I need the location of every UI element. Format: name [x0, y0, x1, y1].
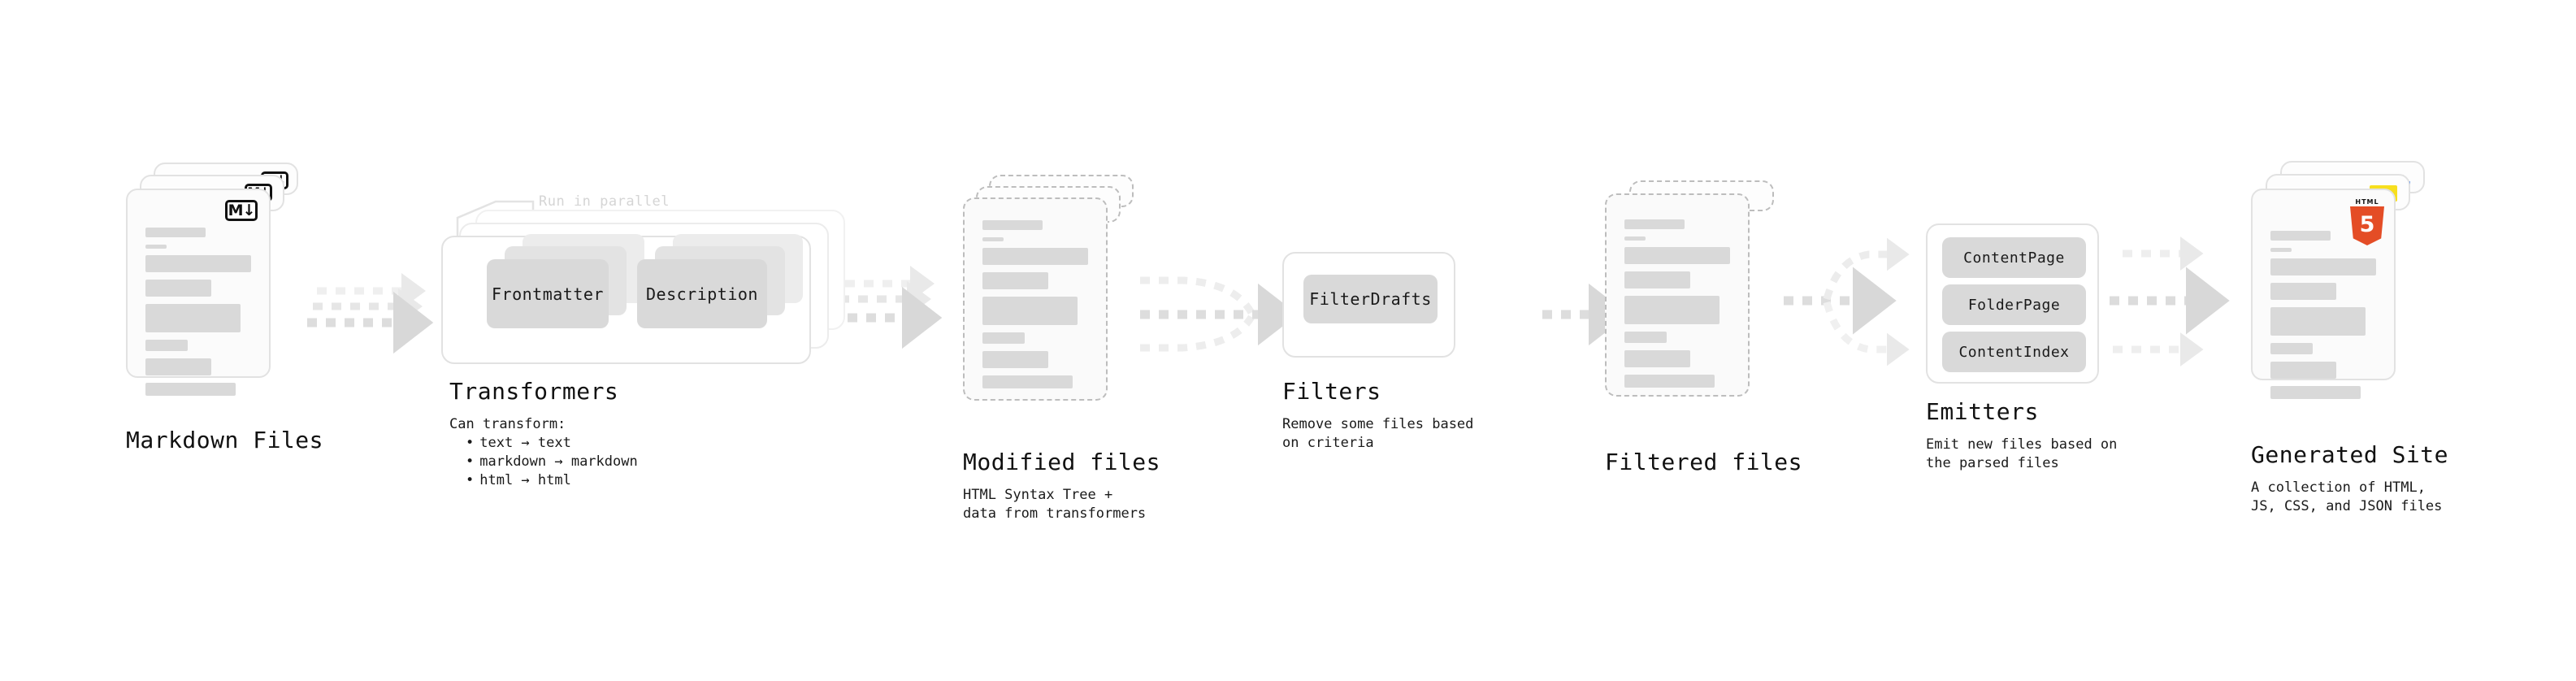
- html5-badge-shield: [2350, 206, 2384, 245]
- transformers-title: Transformers: [449, 378, 619, 405]
- filtered-content-bars: [1624, 219, 1730, 395]
- connector-filtered-to-emitters: [1784, 237, 1910, 367]
- filtered-files-stack: [1605, 180, 1780, 408]
- chip-contentindex[interactable]: ContentIndex: [1942, 332, 2086, 372]
- filters-title: Filters: [1282, 378, 1381, 405]
- transformer-bullet-1: markdown → markdown: [466, 453, 637, 471]
- chip-description-label: Description: [646, 284, 758, 304]
- markdown-badge-front: M↓: [225, 200, 258, 221]
- run-in-parallel-note: Run in parallel: [539, 193, 670, 210]
- chip-folderpage[interactable]: FolderPage: [1942, 284, 2086, 325]
- chip-filterdrafts[interactable]: FilterDrafts: [1303, 275, 1438, 323]
- markdown-files-title: Markdown Files: [126, 427, 324, 453]
- transformers-group: Frontmatter Description: [441, 210, 848, 364]
- chip-description[interactable]: Description: [637, 259, 767, 328]
- chip-frontmatter[interactable]: Frontmatter: [487, 259, 609, 328]
- markdown-content-bars: [145, 228, 251, 403]
- transformer-bullet-0: text → text: [466, 434, 638, 453]
- site-card-html: HTML: [2251, 189, 2396, 399]
- modified-files-subtitle: HTML Syntax Tree + data from transformer…: [963, 487, 1147, 522]
- chip-frontmatter-label: Frontmatter: [492, 284, 604, 304]
- chip-contentpage[interactable]: ContentPage: [1942, 237, 2086, 278]
- transformers-subtitle: Can transform:: [449, 416, 566, 432]
- connector-modified-to-filters: [1140, 276, 1299, 352]
- modified-files-stack: [963, 175, 1138, 402]
- generated-site-title: Generated Site: [2251, 441, 2449, 468]
- chip-filterdrafts-label: FilterDrafts: [1309, 289, 1432, 309]
- filtered-card-front: [1605, 193, 1750, 397]
- emitters-title: Emitters: [1926, 398, 2039, 425]
- connector-emitters-to-site: [2110, 236, 2230, 367]
- html5-badge-word: HTML: [2355, 198, 2379, 206]
- html5-badge: HTML: [2350, 198, 2384, 245]
- markdown-card-front: M↓: [126, 189, 271, 396]
- modified-content-bars: [982, 220, 1088, 396]
- filters-box: FilterDrafts: [1282, 252, 1455, 358]
- generated-site-content-bars: [2270, 231, 2376, 406]
- chip-folderpage-label: FolderPage: [1967, 296, 2061, 314]
- modified-card-front: [963, 197, 1108, 401]
- transformer-bullet-2: html → html: [466, 471, 638, 490]
- filtered-files-title: Filtered files: [1605, 449, 1803, 475]
- markdown-files-stack: M↓ M↓ M↓: [126, 163, 301, 396]
- chip-contentindex-label: ContentIndex: [1958, 343, 2070, 361]
- generated-site-stack: CSS HTML: [2251, 161, 2438, 399]
- transformers-bullets: text → text markdown → markdown html → h…: [452, 434, 638, 490]
- generated-site-subtitle: A collection of HTML, JS, CSS, and JSON …: [2251, 479, 2443, 514]
- modified-files-title: Modified files: [963, 449, 1161, 475]
- emitters-box: ContentPage FolderPage ContentIndex: [1926, 223, 2099, 384]
- chip-contentpage-label: ContentPage: [1963, 249, 2065, 267]
- filters-subtitle: Remove some files based on criteria: [1282, 416, 1474, 451]
- connector-markdown-to-transformers: [307, 273, 434, 354]
- emitters-subtitle: Emit new files based on the parsed files: [1926, 436, 2118, 471]
